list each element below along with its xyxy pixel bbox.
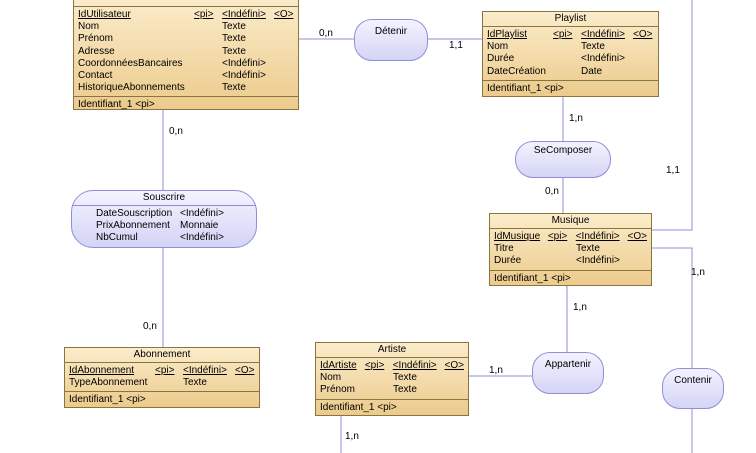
attr-domain: <Indéfini> <box>222 70 266 82</box>
attr-name: Adresse <box>78 45 115 57</box>
attr-domain: Texte <box>581 41 605 53</box>
attr-name: CoordonnéesBancaires <box>78 57 183 69</box>
association-title: Détenir <box>374 26 408 37</box>
attr-domain: <Indéfini> <box>180 208 224 219</box>
line-musique-right <box>652 0 693 231</box>
association-title: SeComposer <box>533 145 593 156</box>
attr-name: IdUtilisateur <box>78 9 131 20</box>
attr-domain: Monnaie <box>180 220 219 232</box>
attr-name: Contact <box>78 70 113 82</box>
association-title: Souscrire <box>72 191 256 206</box>
attr-name: IdAbonnement <box>69 365 135 376</box>
attr-flag: <O> <box>633 29 653 40</box>
attr-flag: <O> <box>274 9 294 20</box>
entity-identifier: Identifiant_1 <pi> <box>65 391 259 407</box>
cardinality-label: 1,n <box>345 431 359 442</box>
attr-domain: Texte <box>393 372 417 384</box>
attr-name: Prénom <box>320 384 356 396</box>
attr-flag: <O> <box>235 365 255 376</box>
attr-domain: Texte <box>222 82 246 94</box>
association-attributes: DateSouscription <Indéfini> PrixAbonnemen… <box>72 206 256 247</box>
association-title: Appartenir <box>544 359 592 370</box>
attr-name: IdPlaylist <box>487 29 528 40</box>
attr-domain: <Indéfini> <box>180 232 224 244</box>
cardinality-label: 0,n <box>169 126 183 137</box>
attr-domain: <Indéfini> <box>581 29 625 40</box>
attr-name: IdArtiste <box>320 360 357 371</box>
entity-identifier: Identifiant_1 <pi> <box>316 398 468 415</box>
attr-name: Prénom <box>78 33 114 45</box>
cardinality-label: 1,n <box>691 267 705 278</box>
attr-flag: <O> <box>444 360 464 371</box>
cardinality-label: 1,n <box>569 113 583 124</box>
entity-identifier: Identifiant_1 <pi> <box>483 79 658 96</box>
attr-type: <pi> <box>194 9 214 20</box>
entity-attributes: IdAbonnement <pi> <Indéfini> <O> TypeAbonne… <box>65 363 259 391</box>
association-contenir[interactable]: Contenir <box>662 368 724 409</box>
attr-name: DateCréation <box>487 65 546 77</box>
cardinality-label: 0,n <box>545 186 559 197</box>
entity-attributes: IdPlaylist <pi> <Indéfini> <O> Nom Texte Dur… <box>483 27 658 80</box>
attr-name: Durée <box>487 53 515 65</box>
entity-title: Artiste <box>316 343 468 358</box>
cardinality-label: 0,n <box>319 28 333 39</box>
entity-musique[interactable]: Musique IdMusique <pi> <Indéfini> <O> Titre… <box>489 213 652 286</box>
cardinality-label: 1,1 <box>666 165 680 176</box>
attr-name: Nom <box>487 41 509 53</box>
entity-abonnement[interactable]: Abonnement IdAbonnement <pi> <Indéfini> <O>… <box>64 347 260 408</box>
attr-type: <pi> <box>553 29 573 40</box>
attr-name: Nom <box>78 21 100 33</box>
cardinality-label: 0,n <box>143 321 157 332</box>
attr-name: Titre <box>494 243 514 255</box>
association-secomposer[interactable]: SeComposer <box>515 141 611 178</box>
attr-name: HistoriqueAbonnements <box>78 82 185 94</box>
cardinality-label: 1,n <box>489 365 503 376</box>
attr-domain: <Indéfini> <box>222 57 266 69</box>
attr-flag: <O> <box>627 231 647 242</box>
cardinality-label: 1,n <box>573 302 587 313</box>
attr-domain: <Indéfini> <box>392 360 437 371</box>
attr-name: Nom <box>320 372 342 384</box>
attr-domain: <Indéfini> <box>222 9 266 20</box>
entity-title: Playlist <box>483 12 658 27</box>
attr-name: PrixAbonnement <box>96 220 170 232</box>
cardinality-label: 1,1 <box>449 40 463 51</box>
attr-domain: <Indéfini> <box>575 231 620 242</box>
attr-domain: Texte <box>183 377 207 389</box>
attr-name: TypeAbonnement <box>69 377 148 389</box>
attr-domain: <Indéfini> <box>576 255 620 267</box>
attr-domain: Texte <box>393 384 417 396</box>
entity-identifier: Identifiant_1 <pi> <box>490 269 651 286</box>
attr-type: <pi> <box>364 360 385 371</box>
association-detenir[interactable]: Détenir <box>354 19 428 61</box>
entity-attributes: IdMusique <pi> <Indéfini> <O> Titre Texte Du… <box>490 229 651 270</box>
attr-domain: Texte <box>222 45 246 57</box>
attr-domain: Date <box>581 65 603 77</box>
attr-name: IdMusique <box>494 231 541 242</box>
entity-title: Abonnement <box>65 348 259 363</box>
entity-title <box>74 0 298 7</box>
attr-domain: <Indéfini> <box>581 53 625 65</box>
attr-name: NbCumul <box>96 232 138 244</box>
attr-domain: Texte <box>576 243 600 255</box>
attr-name: Durée <box>494 255 522 267</box>
entity-identifier: Identifiant_1 <pi> <box>74 96 298 112</box>
association-souscrire[interactable]: Souscrire DateSouscription <Indéfini> Pri… <box>71 190 257 248</box>
association-appartenir[interactable]: Appartenir <box>532 352 604 394</box>
attr-domain: Texte <box>222 21 246 33</box>
line-musique-contenir <box>652 247 693 368</box>
attr-type: <pi> <box>155 365 175 376</box>
attr-name: DateSouscription <box>96 208 173 219</box>
association-title: Contenir <box>674 375 712 386</box>
attr-domain: Texte <box>222 33 246 45</box>
attr-type: <pi> <box>547 231 568 242</box>
attr-domain: <Indéfini> <box>183 365 227 376</box>
entity-title: Musique <box>490 214 651 229</box>
entity-playlist[interactable]: Playlist IdPlaylist <pi> <Indéfini> <O> Nom… <box>482 11 659 97</box>
